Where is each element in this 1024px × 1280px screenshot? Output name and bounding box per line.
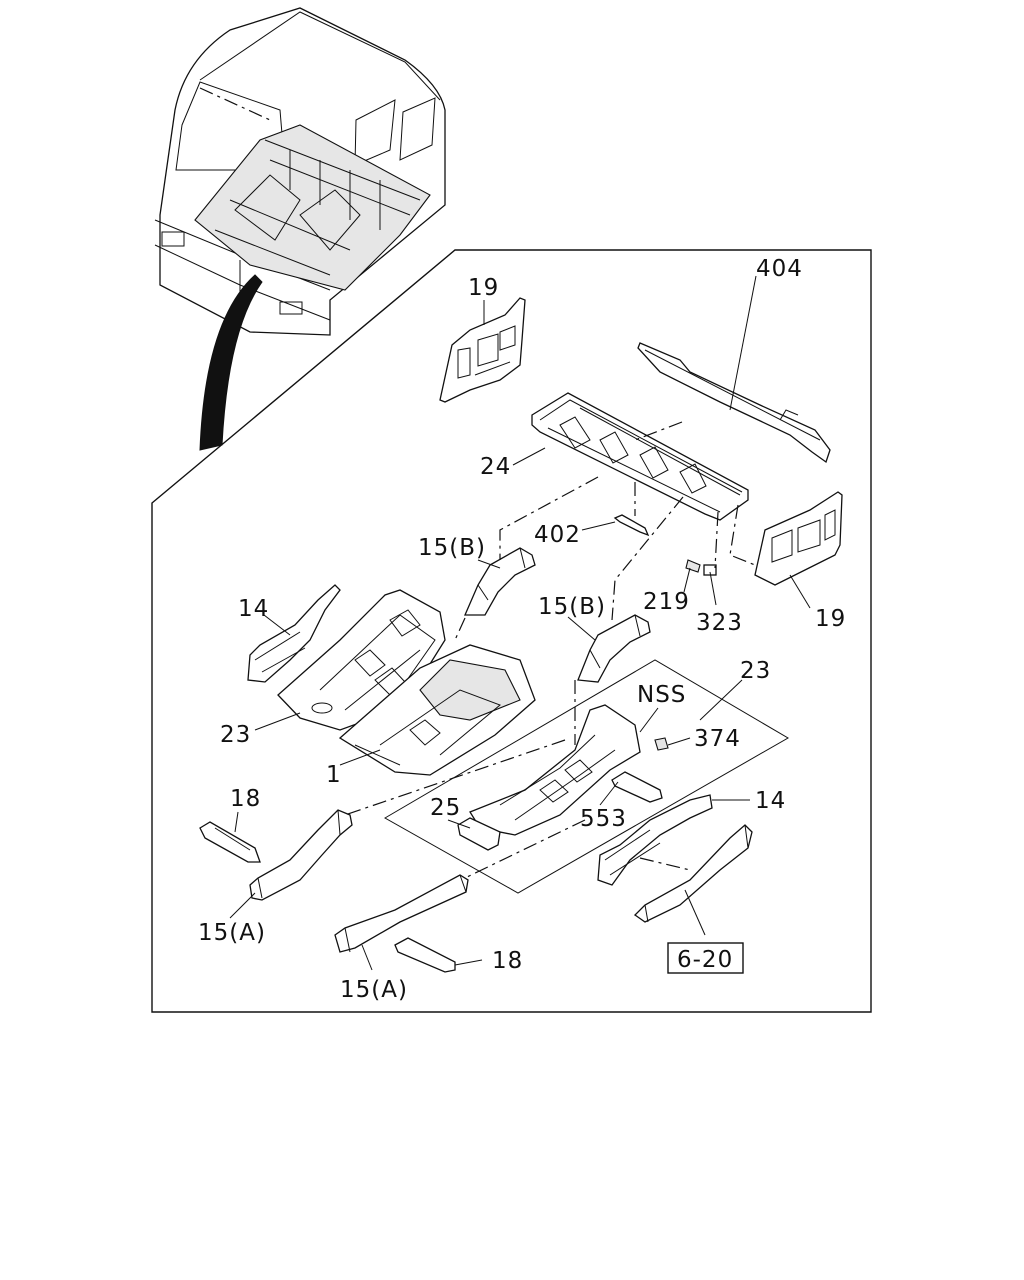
part-15a-bottom bbox=[334, 874, 469, 953]
callout-402: 402 bbox=[534, 522, 581, 548]
leader-lines bbox=[229, 275, 811, 971]
cab-floor-preview bbox=[194, 124, 431, 291]
reference-box-label: 6-20 bbox=[677, 947, 733, 973]
part-25 bbox=[457, 817, 501, 851]
callout-404: 404 bbox=[756, 256, 803, 282]
part-402 bbox=[613, 514, 650, 537]
callout-14-right: 14 bbox=[755, 788, 786, 814]
callout-23-right: 23 bbox=[740, 658, 771, 684]
part-15b-left bbox=[464, 547, 536, 616]
part-404 bbox=[637, 342, 831, 464]
callout-15a-left: 15(A) bbox=[198, 920, 266, 946]
part-15b-right bbox=[577, 614, 651, 683]
callout-15b-left: 15(B) bbox=[418, 535, 486, 561]
callout-15b-right: 15(B) bbox=[538, 594, 606, 620]
connection-lines bbox=[344, 421, 756, 879]
part-23-right bbox=[469, 704, 641, 836]
part-219 bbox=[685, 559, 701, 573]
callout-14-left: 14 bbox=[238, 596, 269, 622]
part-323 bbox=[703, 564, 717, 576]
callout-25: 25 bbox=[430, 795, 461, 821]
part-18-lower bbox=[394, 937, 456, 973]
part-1 bbox=[338, 644, 536, 776]
callout-19-upper: 19 bbox=[468, 275, 499, 301]
callout-24: 24 bbox=[480, 454, 511, 480]
part-18-upper bbox=[199, 821, 261, 863]
callout-23-left: 23 bbox=[220, 722, 251, 748]
truck-cab-overview bbox=[154, 7, 446, 336]
part-23-subframe bbox=[383, 659, 789, 894]
part-24 bbox=[531, 392, 749, 521]
callout-nss: NSS bbox=[637, 682, 686, 708]
detail-frame bbox=[151, 249, 872, 1013]
part-553 bbox=[611, 771, 663, 803]
part-14-right bbox=[597, 794, 713, 886]
part-374 bbox=[654, 737, 669, 751]
callout-19-right: 19 bbox=[815, 606, 846, 632]
callout-18-lower: 18 bbox=[492, 948, 523, 974]
part-19-upper bbox=[439, 297, 526, 403]
callout-553: 553 bbox=[580, 806, 627, 832]
part-14-left bbox=[247, 584, 341, 683]
callout-219: 219 bbox=[643, 589, 690, 615]
reference-box[interactable]: 6-20 bbox=[667, 942, 744, 974]
callout-18-upper: 18 bbox=[230, 786, 261, 812]
callout-labels: 19 404 24 402 15(B) 14 219 15(B) 323 19 … bbox=[198, 256, 846, 1003]
part-15a-left bbox=[249, 809, 353, 901]
frame-rail-ref bbox=[633, 824, 753, 923]
callout-1: 1 bbox=[326, 762, 342, 788]
part-19-right bbox=[754, 491, 843, 586]
callout-15a-bottom: 15(A) bbox=[340, 977, 408, 1003]
callout-374: 374 bbox=[694, 726, 741, 752]
callout-323: 323 bbox=[696, 610, 743, 636]
